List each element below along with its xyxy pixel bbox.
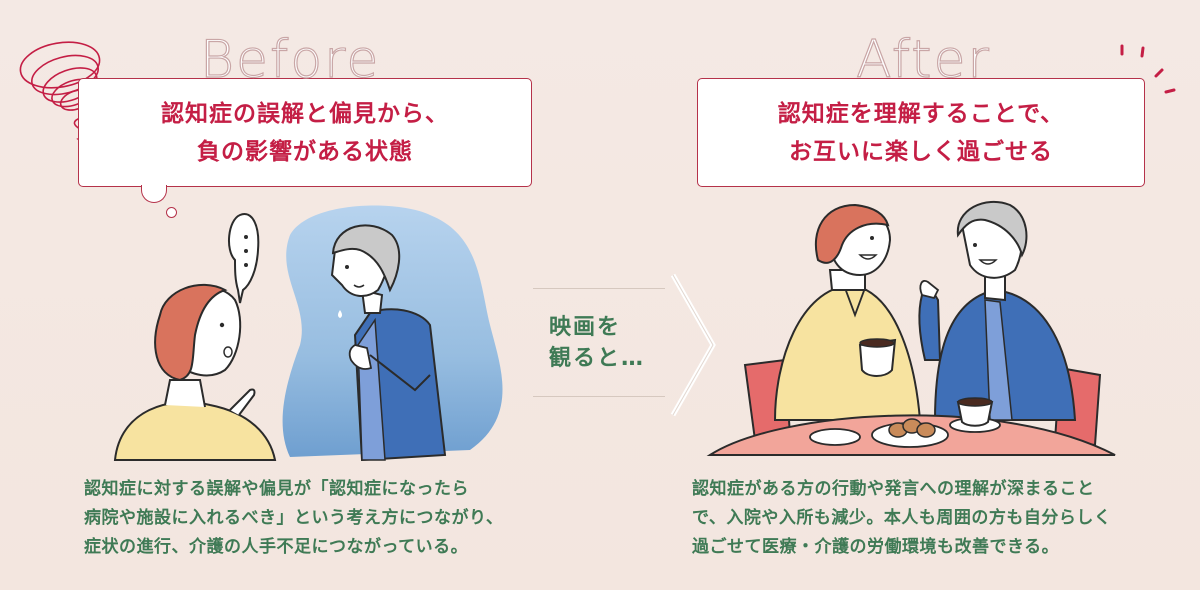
before-description: 認知症に対する誤解や偏見が「認知症になったら 病院や施設に入れるべき」という考え… [84,475,554,562]
before-description-line-3: 症状の進行、介護の人手不足につながっている。 [84,537,469,557]
after-illustration [706,200,1116,456]
after-headline-line-1: 認知症を理解することで、 [777,100,1065,127]
after-description-line-3: 過ごせて医療・介護の労働環境も改善できる。 [692,537,1060,557]
chevron-right-icon [670,273,716,417]
after-description-line-1: 認知症がある方の行動や発言への理解が深まること [692,479,1095,499]
divider-bottom [533,396,665,397]
after-label: After [855,30,991,90]
before-description-line-1: 認知症に対する誤解や偏見が「認知症になったら [84,479,469,499]
before-label: Before [199,30,381,90]
before-headline-line-2: 負の影響がある状態 [197,138,413,165]
transition-line-2: 観ると… [549,346,646,371]
sparkle-accent-icon [1120,44,1176,94]
transition-block: 映画を 観ると… [533,288,665,398]
after-description: 認知症がある方の行動や発言への理解が深まること で、入院や入所も減少。本人も周囲… [692,475,1162,562]
before-description-line-2: 病院や施設に入れるべき」という考え方につながり、 [84,508,504,528]
before-illustration [113,205,503,462]
transition-text: 映画を 観ると… [549,312,645,374]
after-description-line-2: で、入院や入所も減少。本人も周囲の方も自分らしく [692,508,1112,528]
after-headline-box: 認知症を理解することで、 お互いに楽しく過ごせる [697,78,1145,187]
before-headline-box: 認知症の誤解と偏見から、 負の影響がある状態 [78,78,532,187]
thought-bubble-dot [166,207,177,218]
transition-line-1: 映画を [549,315,622,340]
divider-top [533,288,665,289]
before-headline-line-1: 認知症の誤解と偏見から、 [161,100,449,127]
after-headline-line-2: お互いに楽しく過ごせる [789,138,1053,165]
